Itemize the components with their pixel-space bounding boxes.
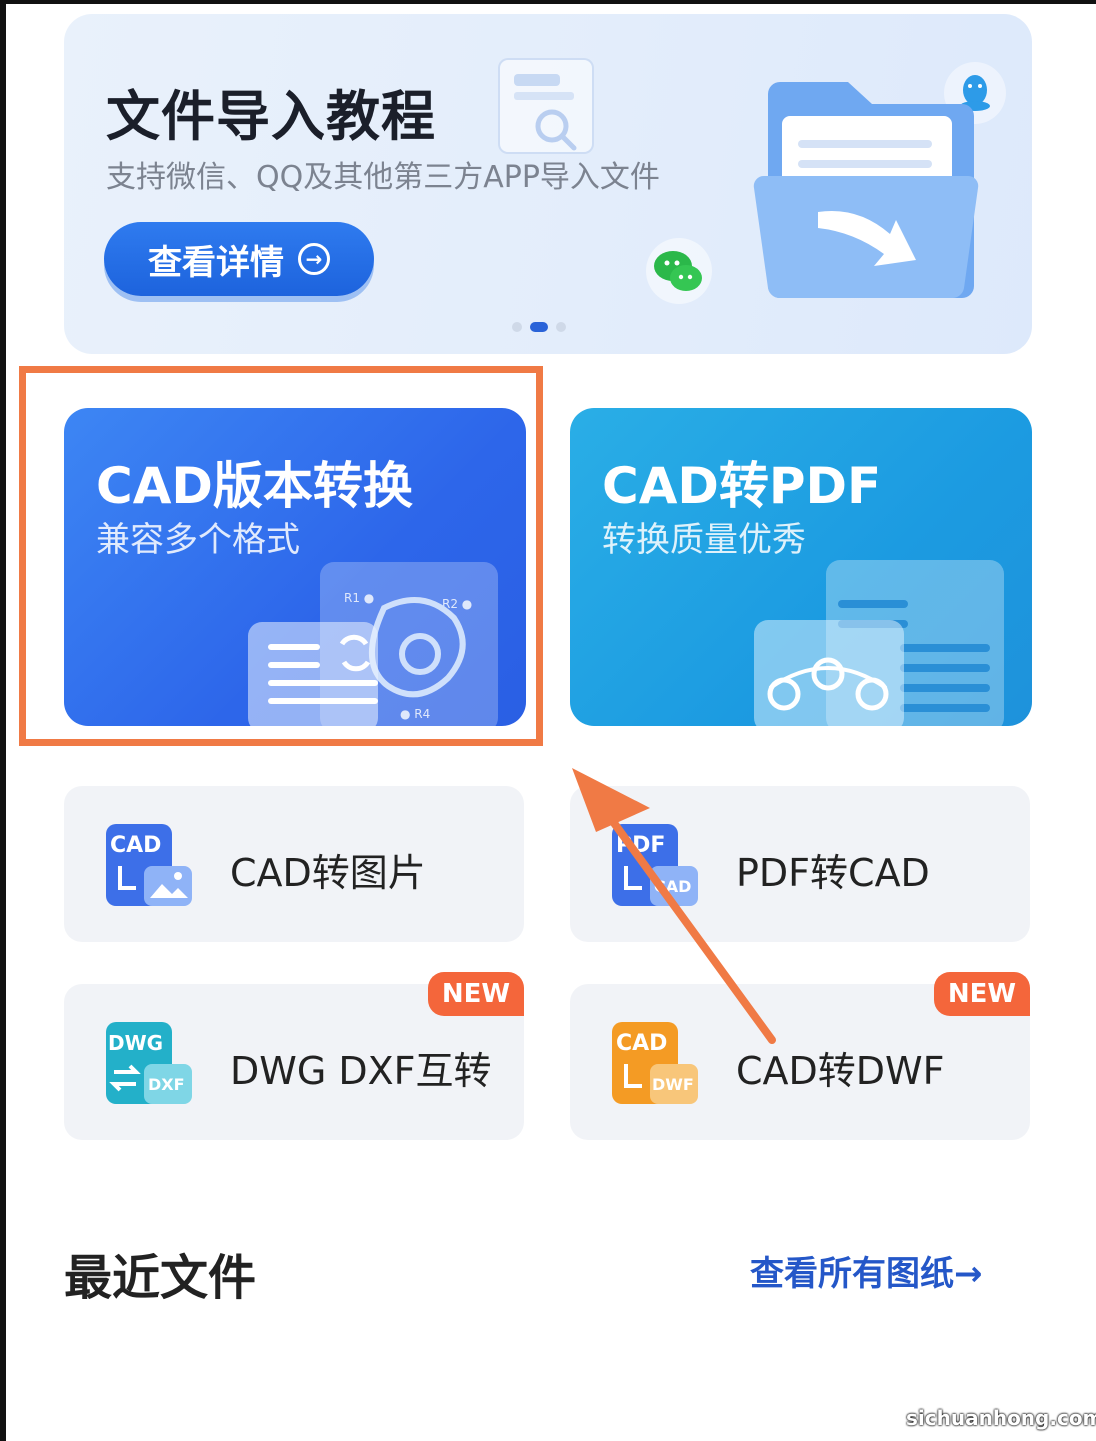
new-badge: NEW (934, 972, 1030, 1016)
folder-import-illustration (753, 82, 979, 299)
pdf-to-cad-card[interactable]: PDF CAD PDF转CAD (570, 786, 1030, 942)
screen-frame-left (0, 0, 6, 1441)
tile-title: CAD版本转换 (96, 457, 413, 515)
dwg-dxf-icon: DWG DXF (106, 1022, 192, 1104)
svg-text:DWF: DWF (652, 1075, 694, 1094)
card-label: DWG DXF互转 (230, 1049, 492, 1093)
wechat-icon (646, 238, 712, 304)
svg-text:PDF: PDF (616, 833, 665, 858)
svg-text:CAD: CAD (654, 877, 691, 896)
watermark: sichuanhong.com (906, 1406, 1096, 1430)
cad-to-image-card[interactable]: CAD CAD转图片 (64, 786, 524, 942)
svg-text:DXF: DXF (148, 1075, 185, 1094)
cad-to-dwf-icon: CAD DWF (612, 1022, 698, 1104)
banner-title: 文件导入教程 (106, 85, 436, 148)
tile-subtitle: 兼容多个格式 (96, 520, 300, 560)
pagination-dot-active[interactable] (530, 322, 548, 332)
tile-subtitle: 转换质量优秀 (602, 520, 806, 560)
banner-pagination (512, 322, 566, 332)
pdf-to-cad-icon: PDF CAD (612, 824, 698, 906)
cad-version-convert-tile[interactable]: CAD版本转换 兼容多个格式 R1 ● R2 ● ● R4 (64, 408, 526, 726)
view-details-label: 查看详情 (148, 242, 284, 283)
cad-to-image-icon: CAD (106, 824, 192, 906)
svg-text:● R4: ● R4 (400, 707, 430, 721)
pdf-document-illustration (754, 560, 1004, 726)
document-search-illustration (498, 58, 594, 154)
svg-text:CAD: CAD (616, 1031, 667, 1056)
arrow-right-circle-icon: → (298, 243, 330, 275)
cad-to-dwf-card[interactable]: NEW CAD DWF CAD转DWF (570, 972, 1030, 1140)
annotation-highlight-box (19, 366, 543, 746)
svg-text:R2 ●: R2 ● (442, 597, 472, 611)
card-label: CAD转图片 (230, 851, 426, 895)
svg-text:DWG: DWG (108, 1031, 163, 1055)
new-badge: NEW (428, 972, 524, 1016)
cad-drawing-illustration: R1 ● R2 ● ● R4 (248, 562, 498, 726)
svg-text:R1 ●: R1 ● (344, 591, 374, 605)
cad-to-pdf-tile[interactable]: CAD转PDF 转换质量优秀 (570, 408, 1032, 726)
view-details-button[interactable]: 查看详情 → (104, 222, 374, 296)
screen-frame-top (0, 0, 1096, 4)
tutorial-banner[interactable]: 文件导入教程 支持微信、QQ及其他第三方APP导入文件 查看详情 → (64, 14, 1032, 354)
svg-text:CAD: CAD (110, 833, 161, 858)
banner-subtitle: 支持微信、QQ及其他第三方APP导入文件 (106, 160, 660, 195)
pagination-dot[interactable] (512, 322, 522, 332)
tile-title: CAD转PDF (602, 457, 882, 515)
card-label: CAD转DWF (736, 1049, 945, 1093)
pagination-dot[interactable] (556, 322, 566, 332)
view-all-drawings-link[interactable]: 查看所有图纸→ (750, 1254, 983, 1294)
dwg-dxf-convert-card[interactable]: NEW DWG DXF DWG DXF互转 (64, 972, 524, 1140)
recent-files-title: 最近文件 (64, 1250, 257, 1306)
card-label: PDF转CAD (736, 851, 930, 895)
